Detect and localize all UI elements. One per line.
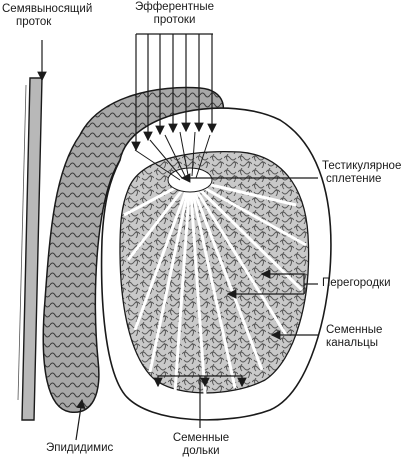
- septa-label: Перегородки: [322, 277, 391, 289]
- lobules-label: Семенные дольки: [160, 432, 242, 458]
- pointer-lines: [37, 33, 318, 441]
- septum-line: [173, 179, 192, 393]
- rete-testis-line-1: Тестикулярное: [322, 160, 402, 172]
- efferent-ducts-line-2: протоки: [153, 14, 196, 26]
- septum-line: [188, 179, 237, 389]
- septum-line: [148, 179, 192, 373]
- epididymis-body: [42, 86, 225, 413]
- septum-line: [133, 179, 192, 331]
- efferent-ducts-label: Эфферентные протоки: [127, 1, 222, 27]
- septum-line: [188, 178, 304, 292]
- septum-line: [126, 179, 192, 261]
- tubules-line-1: Семенные: [326, 324, 383, 336]
- septum-line: [189, 178, 307, 247]
- efferent-ducts-line-1: Эфферентные: [134, 1, 214, 13]
- vas-deferens-tube: [17, 77, 43, 421]
- lobules-line-2: дольки: [182, 445, 220, 457]
- seminiferous-tubules-label: Семенные канальцы: [326, 324, 382, 350]
- lobules-line-1: Семенные: [172, 432, 230, 444]
- tubules-line-2: канальцы: [326, 337, 378, 349]
- rete-testis-shape: [167, 167, 213, 193]
- vas-deferens-line-2: проток: [16, 16, 52, 28]
- epididymis-label: Эпидидимис: [46, 442, 114, 454]
- rete-testis-label: Тестикулярное сплетение: [322, 160, 401, 186]
- lobules-area: [119, 151, 310, 395]
- vas-deferens-line-1: Семявыносящий: [2, 3, 93, 15]
- septum-line: [188, 179, 264, 371]
- efferent-fan: [134, 131, 211, 181]
- septum-line: [188, 179, 207, 395]
- vas-deferens-label: Семявыносящий проток: [2, 3, 92, 29]
- septum-line: [188, 179, 288, 336]
- rete-testis-line-2: сплетение: [326, 173, 382, 185]
